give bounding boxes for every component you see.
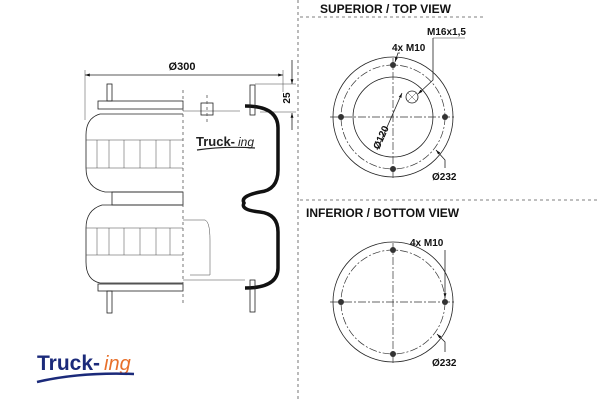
bolt-holes (338, 62, 448, 172)
svg-text:ing: ing (238, 135, 254, 149)
right-bottom-stud (249, 279, 256, 313)
right-top-stud (249, 84, 256, 116)
thread-port (405, 90, 419, 104)
bottom-view: INFERIOR / BOTTOM VIEW 4x M10 Ø232 (306, 206, 460, 369)
side-view: Ø300 25 (84, 60, 296, 314)
brand-logo: Truck- ing (36, 352, 135, 384)
top-view-title: SUPERIOR / TOP VIEW (320, 2, 452, 16)
top-bolts-label: 4x M10 (392, 43, 426, 54)
svg-text:Truck-: Truck- (37, 352, 100, 375)
bellows-left-half (85, 83, 184, 314)
bellows-right-half (183, 84, 280, 313)
top-stud (106, 83, 113, 102)
bolt-holes (338, 247, 448, 357)
top-outer-diameter-label: Ø232 (432, 172, 457, 183)
bottom-outer-diameter-label: Ø232 (432, 358, 457, 369)
diameter-label: Ø300 (169, 61, 196, 73)
svg-text:ing: ing (104, 353, 131, 375)
bottom-stud (106, 290, 113, 314)
inner-diameter-label: Ø120 (372, 124, 392, 151)
height-label: 25 (282, 92, 293, 104)
bottom-view-title: INFERIOR / BOTTOM VIEW (306, 206, 460, 220)
svg-text:Truck-: Truck- (196, 134, 235, 149)
thread-label: M16x1,5 (427, 27, 466, 38)
top-view: SUPERIOR / TOP VIEW M16x1,5 4x M10 Ø120 … (320, 2, 466, 183)
bellows-profile (241, 104, 280, 290)
inner-logo: Truck- ing (196, 134, 256, 151)
bottom-bolts-label: 4x M10 (410, 238, 444, 249)
